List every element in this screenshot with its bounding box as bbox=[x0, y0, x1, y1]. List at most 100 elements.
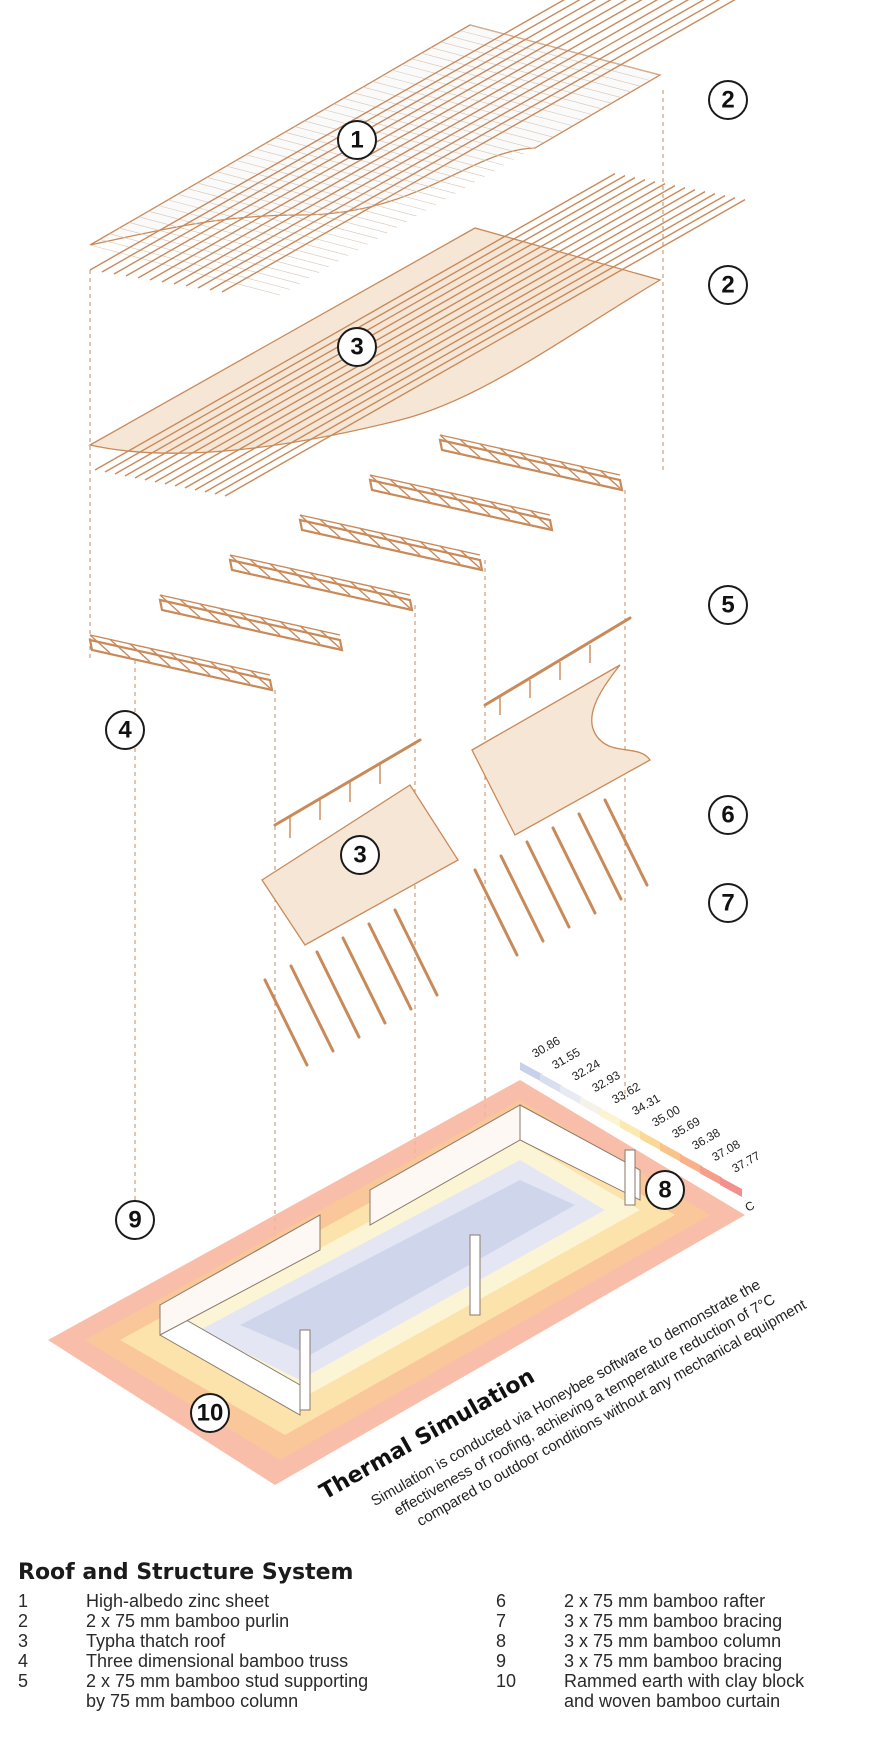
legend-item: 5 2 x 75 mm bamboo stud supporting bbox=[18, 1671, 438, 1691]
legend-text: 2 x 75 mm bamboo stud supporting bbox=[86, 1671, 369, 1691]
purlin bbox=[197, 0, 705, 289]
svg-text:8: 8 bbox=[658, 1177, 671, 1204]
legend-item: 3 Typha thatch roof bbox=[18, 1631, 438, 1651]
svg-text:3: 3 bbox=[353, 842, 366, 869]
legend-text: High-albedo zinc sheet bbox=[86, 1591, 270, 1611]
truss bbox=[88, 634, 274, 692]
callout-9: 9 bbox=[115, 1200, 155, 1240]
svg-text:9: 9 bbox=[128, 1207, 141, 1234]
legend-number: 6 bbox=[496, 1591, 507, 1611]
scale-swatch bbox=[600, 1108, 622, 1128]
legend-number bbox=[18, 1691, 86, 1711]
svg-text:2: 2 bbox=[721, 87, 734, 114]
callout-10: 10 bbox=[190, 1393, 230, 1433]
right-roof-module bbox=[471, 616, 651, 957]
purlin bbox=[161, 0, 659, 283]
callout-8: 8 bbox=[645, 1170, 685, 1210]
purlin bbox=[125, 0, 612, 277]
callout-3a: 3 bbox=[337, 327, 377, 367]
svg-text:5: 5 bbox=[721, 592, 734, 619]
purlin bbox=[194, 192, 716, 491]
bamboo-truss-layer bbox=[88, 434, 624, 692]
purlin bbox=[94, 172, 616, 471]
purlin bbox=[114, 176, 636, 475]
rafter bbox=[473, 868, 519, 957]
scale-swatch bbox=[540, 1073, 562, 1094]
scale-swatch bbox=[560, 1085, 582, 1105]
callout-4: 4 bbox=[105, 710, 145, 750]
legend-number: 3 bbox=[18, 1631, 29, 1651]
purlin bbox=[104, 174, 626, 473]
scale-swatch bbox=[620, 1119, 642, 1140]
legend-item: 10 Rammed earth with clay block bbox=[496, 1671, 880, 1691]
rafter bbox=[525, 840, 571, 929]
svg-text:7: 7 bbox=[721, 890, 734, 917]
legend-title: Roof and Structure System bbox=[18, 1560, 354, 1585]
legend-number: 4 bbox=[18, 1651, 29, 1671]
callout-7: 7 bbox=[708, 883, 748, 923]
purlin bbox=[124, 178, 646, 477]
rafter bbox=[367, 922, 413, 1011]
purlin bbox=[149, 0, 643, 281]
truss bbox=[158, 594, 344, 652]
scale-swatch bbox=[720, 1177, 742, 1197]
rammed-earth-walls bbox=[159, 1104, 641, 1416]
scale-swatch bbox=[640, 1131, 662, 1151]
callout-1: 1 bbox=[337, 120, 377, 160]
rafter bbox=[577, 812, 623, 901]
legend-item: 1 High-albedo zinc sheet bbox=[18, 1591, 438, 1611]
rafter bbox=[289, 964, 335, 1053]
legend-number: 9 bbox=[496, 1651, 507, 1671]
exploded-axonometric-diagram: 30.8631.5532.2432.9333.6234.3135.0035.69… bbox=[48, 0, 810, 1530]
purlin bbox=[164, 186, 686, 485]
rafter bbox=[263, 978, 309, 1067]
truss bbox=[298, 514, 484, 572]
purlin bbox=[173, 0, 674, 285]
legend-number: 10 bbox=[496, 1671, 517, 1691]
truss bbox=[228, 554, 414, 612]
legend-text: by 75 mm bamboo column bbox=[86, 1691, 299, 1711]
purlin bbox=[204, 194, 726, 493]
purlin bbox=[185, 0, 690, 287]
svg-text:10: 10 bbox=[197, 1400, 224, 1427]
legend-number: 5 bbox=[18, 1671, 29, 1691]
legend-text: Typha thatch roof bbox=[86, 1631, 226, 1651]
scale-swatch bbox=[580, 1096, 602, 1117]
purlin bbox=[214, 196, 736, 495]
legend-number: 7 bbox=[496, 1611, 507, 1631]
thermal-heatmap bbox=[48, 1080, 745, 1485]
scale-unit: C bbox=[743, 1198, 758, 1215]
truss bbox=[438, 434, 624, 492]
purlin bbox=[137, 0, 628, 279]
svg-text:4: 4 bbox=[118, 717, 132, 744]
legend-text: Rammed earth with clay block bbox=[564, 1671, 805, 1691]
legend-text: 2 x 75 mm bamboo purlin bbox=[86, 1611, 290, 1631]
callout-2b: 2 bbox=[708, 265, 748, 305]
left-roof-module bbox=[261, 738, 459, 1067]
rafter bbox=[341, 936, 387, 1025]
purlin bbox=[221, 0, 736, 293]
legend-number: 1 bbox=[18, 1591, 29, 1611]
legend-text: and woven bamboo curtain bbox=[564, 1691, 781, 1711]
svg-text:1: 1 bbox=[350, 127, 363, 154]
purlin bbox=[134, 180, 656, 479]
rafter bbox=[499, 854, 545, 943]
svg-text:3: 3 bbox=[350, 334, 363, 361]
legend-item: and woven bamboo curtain bbox=[496, 1691, 880, 1711]
rafter bbox=[551, 826, 597, 915]
zinc-sheet-layer bbox=[89, 0, 736, 296]
purlin bbox=[184, 190, 706, 489]
svg-text:6: 6 bbox=[721, 802, 734, 829]
purlin bbox=[113, 0, 597, 275]
purlin bbox=[144, 182, 666, 481]
rafter bbox=[315, 950, 361, 1039]
scale-swatch bbox=[520, 1062, 542, 1082]
guide-lines bbox=[89, 90, 664, 1265]
